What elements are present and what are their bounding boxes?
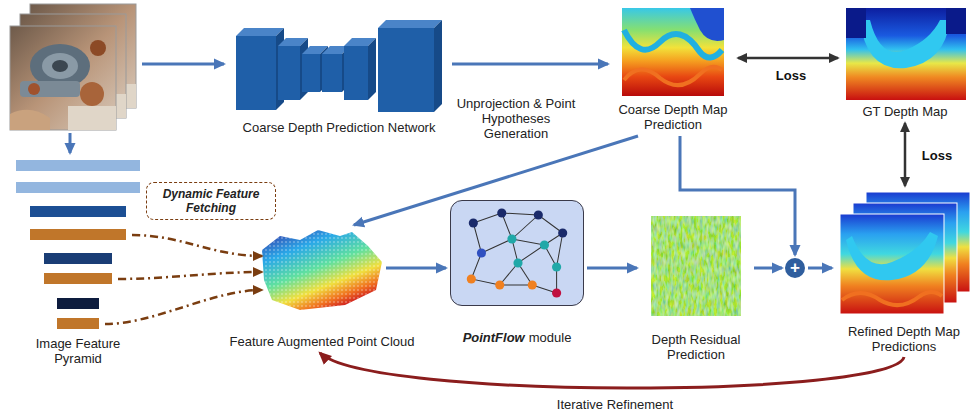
figure-area [612, 6, 734, 98]
point-cloud: Feature Augmented Point Cloud [220, 228, 424, 349]
gt-depth-image [846, 8, 966, 100]
caption: GT Depth Map [862, 104, 947, 119]
figure-area [228, 14, 450, 116]
residual-image [651, 216, 741, 316]
connector [808, 268, 832, 269]
connector [680, 136, 795, 255]
caption: Feature Augmented Point Cloud [229, 334, 414, 349]
flow-arrow [69, 133, 72, 153]
caption: Coarse Depth Prediction Network [243, 120, 436, 135]
caption: + [790, 258, 800, 277]
depth-map-stack: Refined Depth Map Predictions [836, 190, 972, 354]
caption: Dynamic Feature Fetching [163, 187, 260, 215]
connector [738, 58, 838, 59]
edge-label: Loss [766, 68, 816, 83]
connector [452, 64, 608, 65]
network-blocks [236, 20, 442, 112]
caption-block: Refined Depth Map Predictions [839, 324, 969, 354]
connector-line [904, 123, 907, 186]
edge-label: Unprojection & Point Hypotheses Generati… [452, 96, 580, 141]
sum-circle: + [785, 258, 805, 278]
figure-area [10, 156, 146, 332]
connector-line [386, 267, 446, 270]
connector [105, 235, 262, 324]
input-photo [30, 4, 136, 108]
figure-area [641, 214, 751, 318]
connector [320, 353, 904, 388]
depth-map: GT Depth Map [842, 6, 968, 119]
caption: Depth Residual Prediction [652, 332, 741, 362]
connector-line [132, 235, 262, 256]
caption-block: + [785, 258, 805, 278]
connector-line [680, 136, 795, 255]
connector [905, 123, 906, 186]
figure-area [842, 6, 968, 100]
flow-arrow [142, 63, 224, 66]
figure-area [836, 190, 972, 314]
connector-line [808, 267, 832, 270]
caption-block: PointFlow module [450, 330, 584, 345]
caption: Refined Depth Map Predictions [848, 324, 960, 354]
connector-line [320, 353, 904, 388]
module-outline [450, 200, 584, 306]
caption-block: Depth Residual Prediction [641, 332, 751, 362]
caption: PointFlow [463, 330, 525, 345]
connector-line [587, 267, 637, 270]
feature-pyramid: Image Feature Pyramid [10, 156, 146, 366]
input-photo [10, 26, 116, 130]
module-box: PointFlow module [450, 200, 584, 345]
edge-label: Iterative Refinement [530, 397, 700, 412]
connector [386, 268, 446, 269]
caption-block: Coarse Depth Map Prediction [612, 102, 734, 132]
connector-line [105, 290, 262, 324]
depth-map: Coarse Depth Map Prediction [612, 6, 734, 132]
graph-illustration [451, 201, 583, 305]
figure-area [220, 228, 424, 328]
network-block: Coarse Depth Prediction Network [228, 14, 450, 135]
connector [754, 268, 782, 269]
caption: module [529, 330, 572, 345]
connector-line [452, 63, 608, 66]
connector-line [118, 272, 262, 279]
caption-block: Feature Augmented Point Cloud [220, 334, 424, 349]
caption-block: GT Depth Map [842, 104, 968, 119]
coarse-depth-image [622, 8, 724, 96]
input-photo [20, 14, 126, 118]
point-cloud-image [262, 230, 382, 310]
caption: Image Feature Pyramid [36, 336, 121, 366]
caption-block: Dynamic Feature Fetching [155, 187, 267, 215]
caption: Coarse Depth Map Prediction [618, 102, 727, 132]
refined-depth-images [840, 192, 970, 314]
caption-block: Image Feature Pyramid [28, 336, 128, 366]
callout-box: Dynamic Feature Fetching [146, 182, 276, 220]
edge-label: Loss [912, 148, 962, 163]
residual-map: Depth Residual Prediction [641, 214, 751, 362]
connector [587, 268, 637, 269]
caption-block: Coarse Depth Prediction Network [228, 120, 450, 135]
connector-line [738, 57, 838, 60]
pyramid-bars [16, 160, 140, 329]
connector-line [754, 267, 782, 270]
